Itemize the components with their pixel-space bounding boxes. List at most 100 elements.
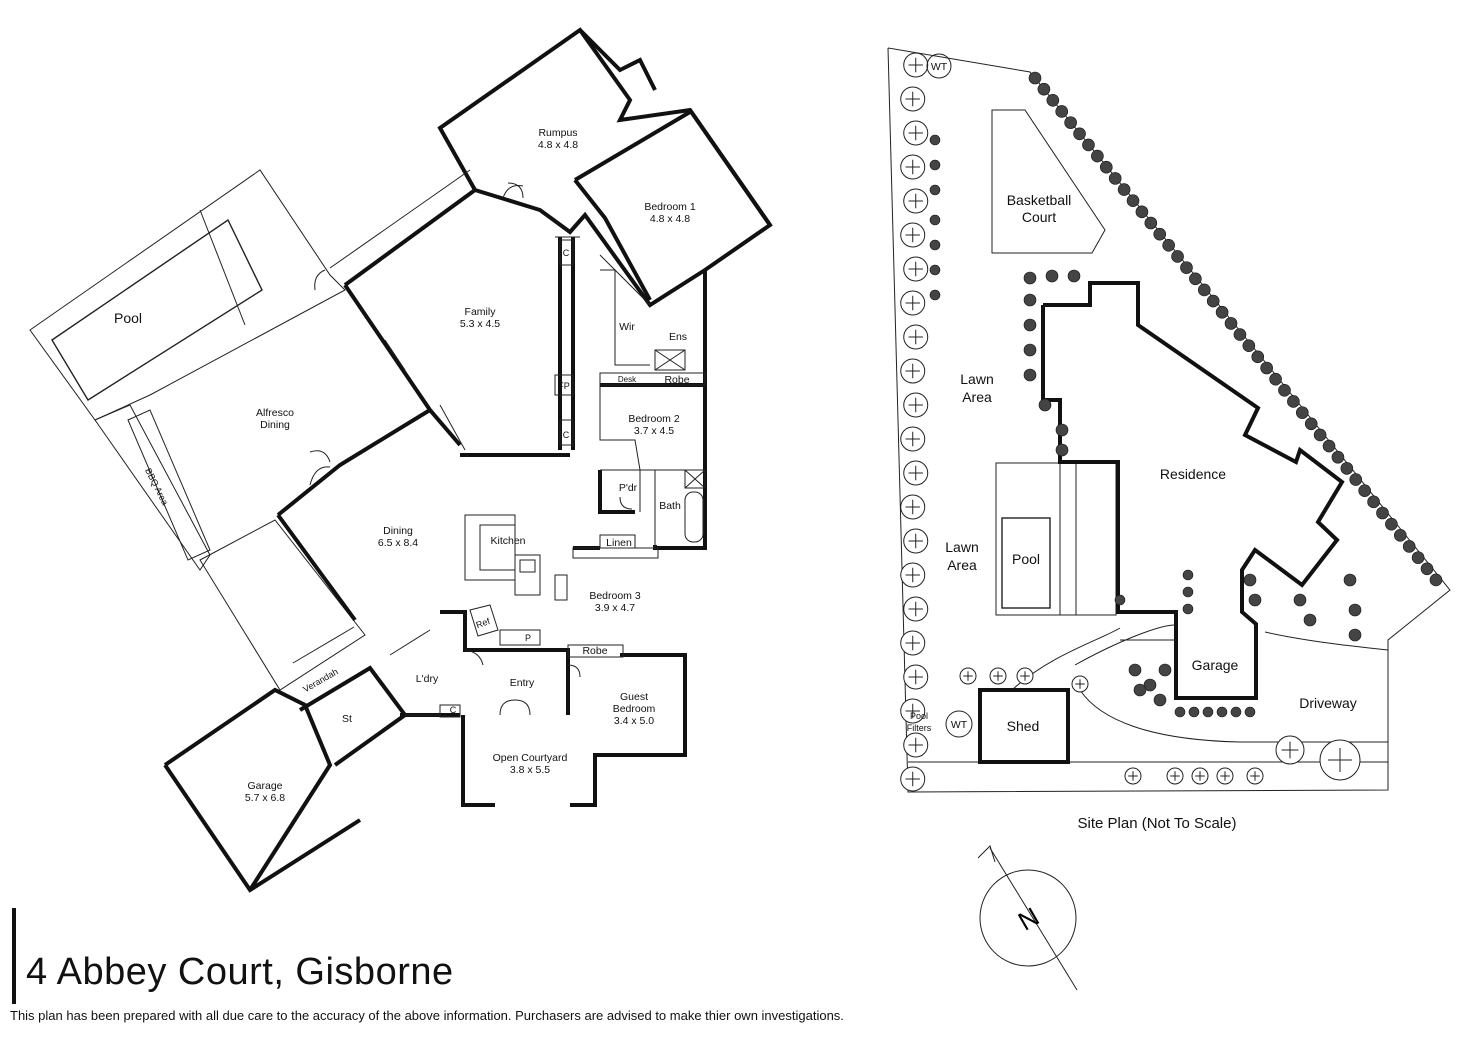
floor-plan-labels: Rumpus 4.8 x 4.8 Bedroom 1 4.8 x 4.8 Poo… xyxy=(114,127,696,804)
shrub-icon xyxy=(1153,227,1167,241)
shrub-icon xyxy=(929,214,941,226)
shrub-icon xyxy=(1340,462,1354,475)
shrub-icon xyxy=(1244,706,1256,718)
tree-branch-icon xyxy=(908,669,923,685)
robe-label-2: Robe xyxy=(582,645,607,657)
floor-plan xyxy=(29,27,773,893)
shrub-icon xyxy=(1158,663,1172,677)
shrub-icon xyxy=(1023,318,1037,332)
family-label: Family xyxy=(465,306,497,318)
north-label: N xyxy=(1013,901,1044,936)
garage-size: 5.7 x 6.8 xyxy=(245,792,285,804)
shrub-icon xyxy=(1230,706,1242,718)
shrub-icon xyxy=(1023,343,1037,357)
tree-branch-icon xyxy=(905,635,920,651)
shrub-icon xyxy=(1099,160,1113,174)
site-pool-label: Pool xyxy=(1012,551,1040,567)
shrub-icon xyxy=(1182,603,1194,615)
fridge-label: Ref xyxy=(475,616,492,630)
tree-branch-icon xyxy=(1328,748,1352,772)
lawn-label-1: Lawn xyxy=(960,371,993,387)
site-garage-label: Garage xyxy=(1192,657,1239,673)
shrub-icon xyxy=(1287,395,1300,408)
tree-branch-icon xyxy=(1220,771,1230,781)
tree-branch-icon xyxy=(905,703,920,719)
compass-circle xyxy=(979,869,1077,967)
shrub-icon xyxy=(1037,82,1051,96)
courtyard-size: 3.8 x 5.5 xyxy=(510,764,550,776)
robe-label: Robe xyxy=(664,374,689,386)
linen-label: Linen xyxy=(606,537,632,549)
shrub-icon xyxy=(1248,593,1262,607)
tree-branch-icon xyxy=(1075,679,1085,689)
tree-branch-icon xyxy=(1250,771,1260,781)
bbq-area-outline xyxy=(127,409,211,561)
shrub-icon xyxy=(1045,269,1059,283)
shrub-icon xyxy=(929,159,941,171)
bedroom1-label: Bedroom 1 xyxy=(644,201,696,213)
store-label: St xyxy=(342,713,352,725)
shrub-icon xyxy=(929,184,941,196)
cupboard-label-2: C xyxy=(563,430,570,440)
tree-branch-icon xyxy=(905,431,920,447)
family-size: 5.3 x 4.5 xyxy=(460,318,500,330)
shrub-icon xyxy=(1133,683,1147,697)
shrub-icon xyxy=(1171,250,1184,263)
water-tank-1-label: WT xyxy=(931,61,948,73)
shrub-icon xyxy=(1189,272,1202,286)
shrub-icon xyxy=(1242,339,1256,352)
tree-branch-icon xyxy=(1195,771,1205,781)
shrub-icon xyxy=(1411,551,1425,564)
shrub-icon xyxy=(1197,283,1211,297)
pantry-label: P xyxy=(525,633,531,643)
rumpus-label: Rumpus xyxy=(538,127,577,139)
water-tank-2-label: WT xyxy=(951,719,968,731)
shrub-icon xyxy=(1269,372,1282,386)
shrub-icon xyxy=(1385,517,1398,531)
shrub-icon xyxy=(1038,398,1052,412)
alfresco-label-2: Dining xyxy=(260,419,290,431)
shrub-icon xyxy=(1174,706,1186,718)
shrub-icon xyxy=(1376,506,1389,520)
shrub-icon xyxy=(1348,628,1362,642)
shrub-icon xyxy=(1023,293,1037,307)
shrub-icon xyxy=(1028,71,1042,85)
shrub-icon xyxy=(1064,116,1077,129)
shrub-icon xyxy=(1343,573,1357,587)
tree-branch-icon xyxy=(908,601,923,617)
shrub-icon xyxy=(1322,439,1336,453)
shrub-icon xyxy=(1367,495,1380,509)
shrub-icon xyxy=(1117,183,1131,196)
guest-bedroom-label: Guest xyxy=(620,691,648,703)
tree-branch-icon xyxy=(1020,671,1030,681)
tree-branch-icon xyxy=(905,159,920,175)
shrub-icon xyxy=(1023,271,1037,285)
shrub-icon xyxy=(1067,269,1081,283)
pool-filters-label: Pool xyxy=(910,711,928,721)
shrub-icon xyxy=(1215,305,1229,319)
shrub-icon xyxy=(1402,540,1416,553)
tree-branch-icon xyxy=(963,671,973,681)
bedroom3-size: 3.9 x 4.7 xyxy=(595,602,635,614)
tree-branch-icon xyxy=(1281,741,1299,759)
compass-arrow-icon xyxy=(977,845,996,863)
pdr-label: P'dr xyxy=(619,482,638,494)
shrub-icon xyxy=(1296,406,1309,419)
site-pool xyxy=(1001,517,1051,609)
shrub-icon xyxy=(1055,443,1069,457)
site-plan-caption: Site Plan (Not To Scale) xyxy=(1078,815,1237,832)
shrub-icon xyxy=(1046,94,1060,107)
property-address: 4 Abbey Court, Gisborne xyxy=(26,951,454,993)
shrub-icon xyxy=(1180,261,1193,274)
shrub-icon xyxy=(1091,149,1104,163)
shrub-icon xyxy=(1182,569,1194,581)
tree-branch-icon xyxy=(908,125,923,141)
bedroom3-label: Bedroom 3 xyxy=(589,590,641,602)
shrub-icon xyxy=(1260,361,1273,375)
shrub-icon xyxy=(1216,706,1228,718)
shrub-icon xyxy=(1128,663,1142,677)
dining-label: Dining xyxy=(383,525,413,537)
tree-branch-icon xyxy=(905,567,920,583)
shrub-icon xyxy=(1144,216,1158,230)
rumpus-size: 4.8 x 4.8 xyxy=(538,139,578,151)
